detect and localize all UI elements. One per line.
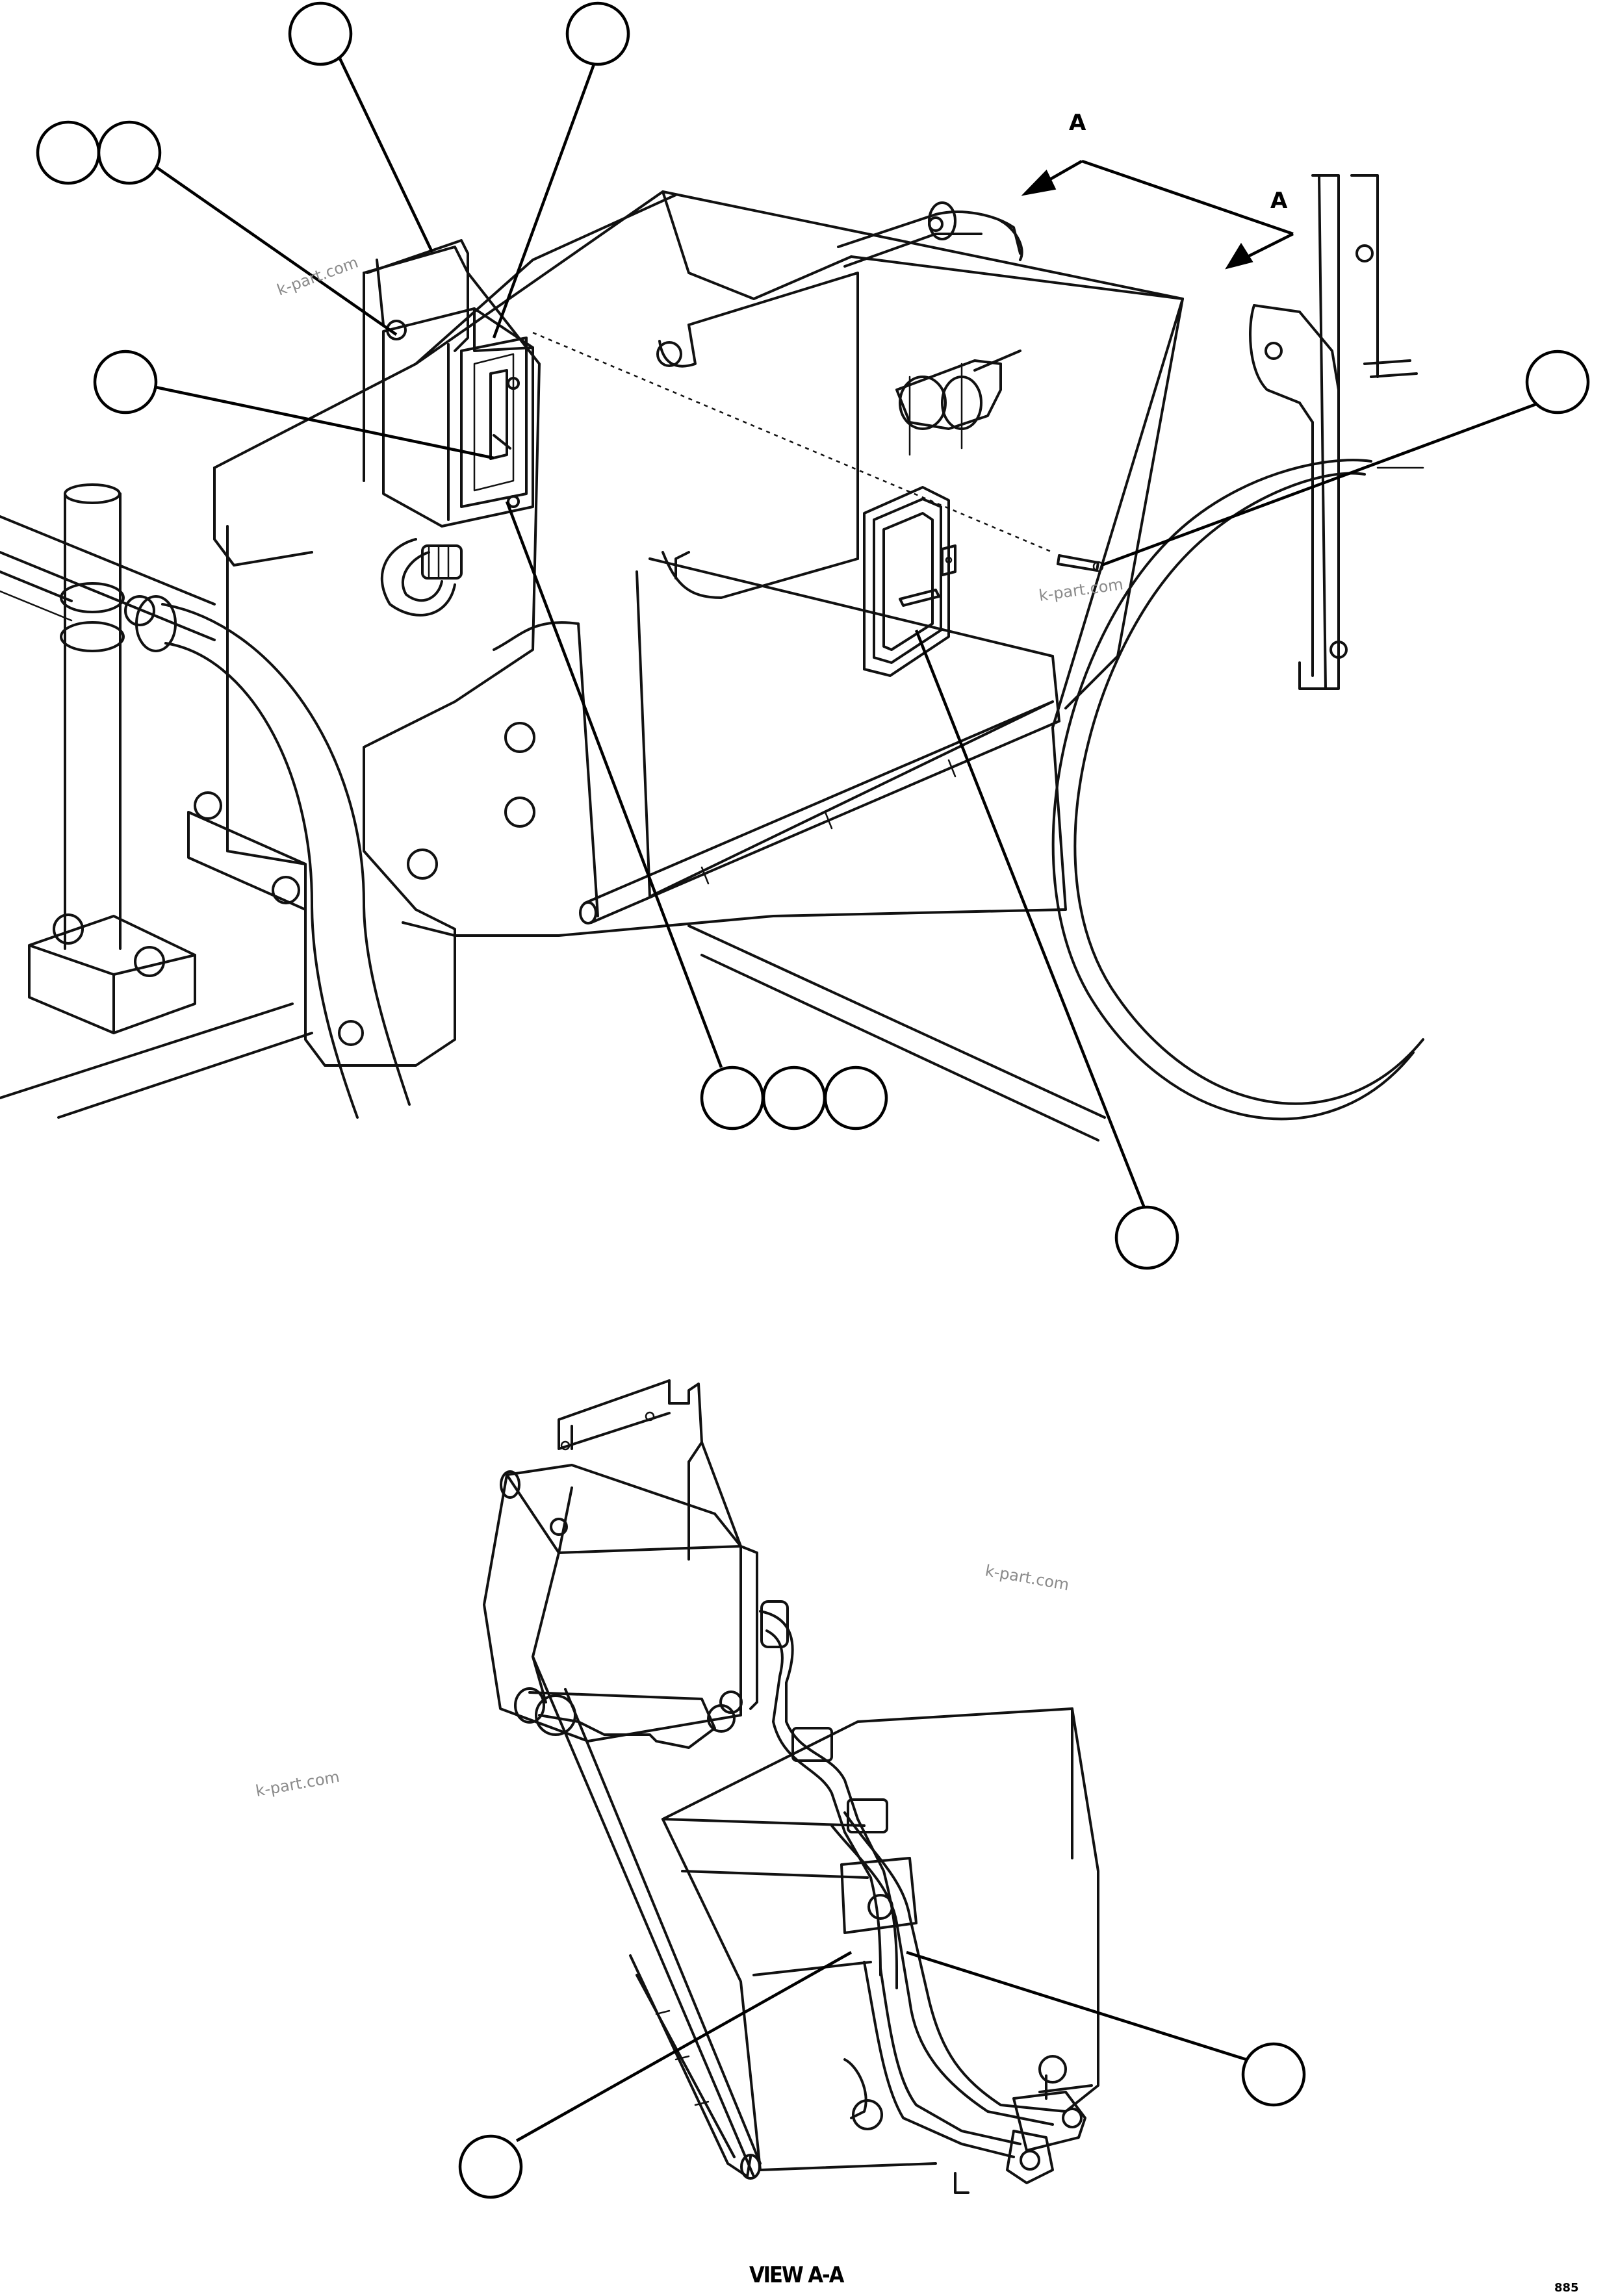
- sheet-id: 885: [1554, 2281, 1579, 2295]
- view-arrow-label-1: A: [1069, 110, 1086, 136]
- callout-balloon: [36, 120, 101, 185]
- view-link-arm: [514, 1687, 743, 1749]
- callout-balloon: [93, 350, 158, 415]
- watermark: k-part.com: [984, 1561, 1071, 1594]
- view-bracket: [558, 1379, 758, 1710]
- view-caption: VIEW A-A: [749, 2262, 845, 2288]
- callout-balloon: [458, 2134, 523, 2199]
- view-a-a: [483, 1379, 1099, 2194]
- view-tank: [532, 1655, 1099, 2194]
- filler-tube: [837, 201, 1023, 268]
- right-bracket: [1249, 174, 1418, 690]
- tank-clamp: [895, 350, 1021, 456]
- watermark: k-part.com: [254, 1768, 341, 1800]
- lower-leader-lines: [515, 1950, 1247, 2142]
- control-box: [380, 307, 534, 617]
- locating-pin: [532, 331, 1104, 572]
- drum-wheel: [1051, 459, 1424, 1121]
- callout-balloon: [1525, 350, 1590, 415]
- hydraulic-tank: [213, 190, 1184, 937]
- callout-balloon: [1114, 1205, 1179, 1270]
- watermark: k-part.com: [1038, 575, 1124, 605]
- view-hoses: [759, 1600, 1086, 2184]
- callout-balloon: [700, 1065, 765, 1130]
- upper-bracket: [366, 239, 469, 352]
- callout-balloon: [97, 120, 162, 185]
- upper-assembly-view: [0, 174, 1424, 1142]
- callout-balloon: [1241, 2042, 1306, 2107]
- lower-callouts: [458, 2042, 1306, 2199]
- view-arrows: A A: [1021, 110, 1294, 270]
- callout-balloon: [288, 1, 353, 66]
- view-arrow-label-2: A: [1270, 188, 1288, 214]
- base-block: [28, 791, 307, 1034]
- frame-rails: [0, 515, 1106, 1142]
- callout-balloon: [823, 1065, 888, 1130]
- upper-callouts: [36, 1, 1590, 1270]
- mounting-plate: [226, 246, 541, 1067]
- callout-balloon: [565, 1, 630, 66]
- callout-balloon: [762, 1065, 827, 1130]
- hydraulic-hose: [124, 595, 411, 1119]
- view-arrowhead-1: [1021, 170, 1057, 196]
- level-gauge: [863, 486, 957, 677]
- support-post: [60, 483, 125, 950]
- upper-leader-lines: [148, 57, 1544, 1212]
- view-arrowhead-2: [1225, 242, 1253, 270]
